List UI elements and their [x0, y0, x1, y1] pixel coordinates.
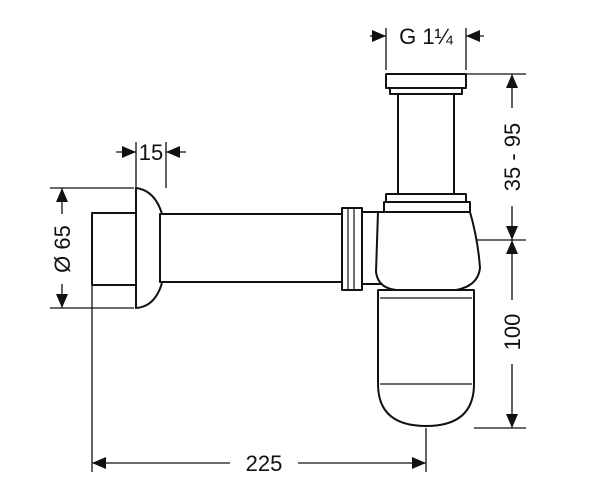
dimension-tube-height: 35 - 95 — [500, 74, 525, 240]
thread-label: G 1¼ — [399, 24, 453, 49]
dimension-total-depth: 225 — [92, 451, 426, 476]
outlet-nut — [341, 207, 363, 291]
thread-connector — [385, 73, 467, 89]
vertical-tube — [397, 93, 455, 195]
bottle-trap-outline — [91, 73, 481, 427]
trap-top-nut-base — [383, 201, 471, 213]
wall-rosette — [91, 212, 137, 286]
dimension-wall-flange-thickness: 15 — [116, 140, 186, 165]
outlet-tube — [159, 213, 343, 283]
dimension-flange-diameter: Ø 65 — [50, 188, 75, 308]
wall-flange-thickness-label: 15 — [139, 140, 163, 165]
flange-diameter-label: Ø 65 — [50, 225, 75, 273]
trap-upper-body — [375, 211, 481, 291]
trap-height-label: 100 — [500, 314, 525, 351]
trap-bottle — [377, 289, 475, 427]
tube-height-label: 35 - 95 — [500, 123, 525, 192]
dimension-thread: G 1¼ — [370, 24, 484, 49]
extension-lines — [50, 28, 526, 472]
dimension-trap-height: 100 — [500, 240, 525, 428]
trap-top-nut — [385, 193, 467, 203]
total-depth-label: 225 — [246, 451, 283, 476]
